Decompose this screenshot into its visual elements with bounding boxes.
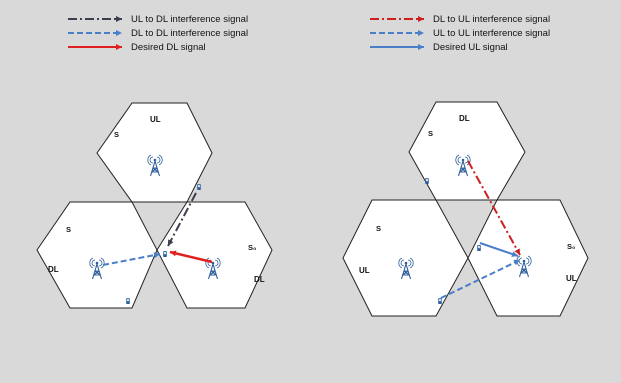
cell-right-mode: UL [566, 274, 577, 283]
cell-left-corner: S [66, 225, 71, 234]
mobile-phone-icon [126, 298, 130, 304]
ul-to-ul-interference-arrow [440, 259, 521, 299]
cell-top-corner: S [428, 129, 433, 138]
mobile-phone-icon [163, 251, 167, 257]
cell-right-corner: S₀ [248, 243, 256, 252]
hex-cell-left [342, 199, 469, 317]
legend-label-ul-to-ul: UL to UL interference signal [433, 28, 550, 39]
cell-top-mode: UL [150, 115, 161, 124]
desired-dl-signal-arrow [169, 250, 213, 264]
legend-label-dl-to-ul: DL to UL interference signal [433, 14, 550, 25]
right-panel: DL to UL interference signal UL to UL in… [342, 14, 589, 317]
dl-to-dl-interference-arrow [102, 252, 161, 266]
cell-top-corner: S [114, 130, 119, 139]
right-legend: DL to UL interference signal UL to UL in… [370, 14, 550, 53]
mobile-phone-icon [438, 298, 442, 304]
legend-label-ul-to-dl: UL to DL interference signal [131, 14, 248, 25]
cell-left-mode: UL [359, 266, 370, 275]
cell-left-corner: S [376, 224, 381, 233]
hex-cell-right [467, 199, 589, 317]
hex-cell-left [36, 201, 158, 309]
dl-to-ul-interference-arrow [467, 160, 521, 256]
cell-left-mode: DL [48, 265, 59, 274]
cell-right-mode: DL [254, 275, 265, 284]
ul-to-dl-interference-arrow [167, 192, 197, 247]
mobile-phone-icon [425, 178, 429, 184]
mobile-phone-icon [197, 184, 201, 190]
desired-ul-signal-arrow [479, 242, 519, 257]
left-legend: UL to DL interference signal DL to DL in… [68, 14, 248, 53]
legend-label-desired-ul: Desired UL signal [433, 42, 508, 53]
hex-cell-right [156, 201, 273, 309]
legend-label-dl-to-dl: DL to DL interference signal [131, 28, 248, 39]
left-panel: UL to DL interference signal DL to DL in… [36, 14, 273, 309]
legend-label-desired-dl: Desired DL signal [131, 42, 206, 53]
cell-right-corner: S₀ [567, 242, 575, 251]
cell-top-mode: DL [459, 114, 470, 123]
mobile-phone-icon [477, 245, 481, 251]
